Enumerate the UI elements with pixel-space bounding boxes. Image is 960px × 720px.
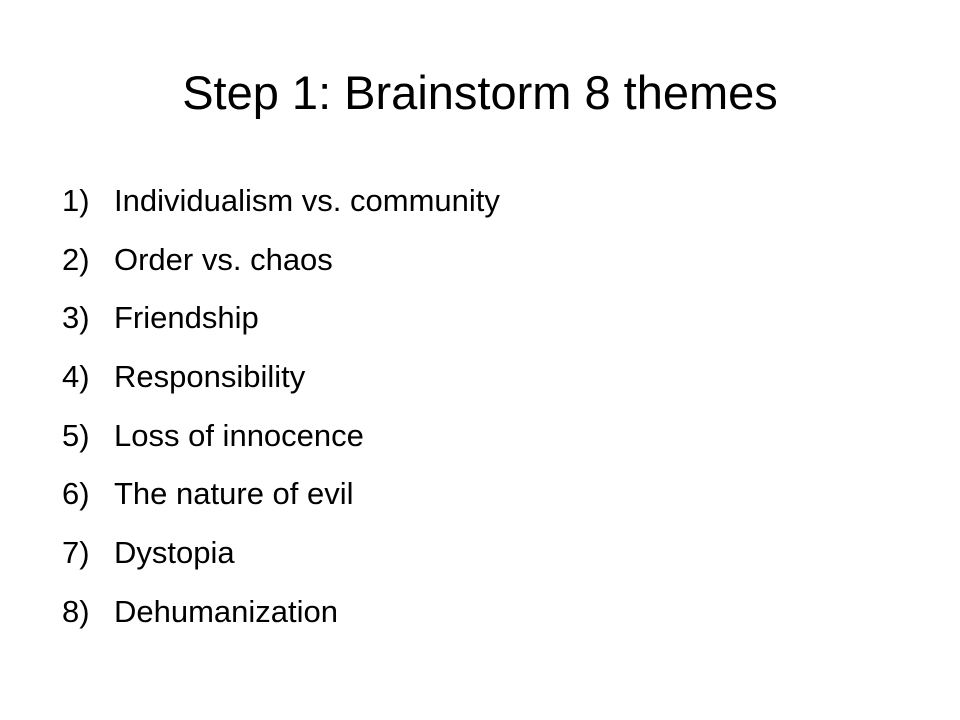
list-item-number: 8) bbox=[62, 593, 90, 629]
list-item-number: 7) bbox=[62, 535, 90, 571]
list-item: 5) Loss of innocence bbox=[62, 407, 500, 466]
theme-list: 1) Individualism vs. community 2) Order vs… bbox=[62, 172, 500, 642]
list-item-number: 4) bbox=[62, 359, 90, 395]
list-item-number: 5) bbox=[62, 417, 90, 453]
list-item: 7) Dystopia bbox=[62, 524, 500, 583]
list-item-text: Friendship bbox=[114, 300, 259, 336]
list-item: 2) Order vs. chaos bbox=[62, 231, 500, 290]
list-item-text: Individualism vs. community bbox=[114, 183, 500, 218]
list-item-text: The nature of evil bbox=[114, 476, 354, 512]
list-item-number: 3) bbox=[62, 300, 90, 336]
list-item: 8) Dehumanization bbox=[62, 583, 500, 642]
list-item: 4) Responsibility bbox=[62, 348, 500, 407]
list-item-number: 6) bbox=[62, 476, 90, 512]
slide-title: Step 1: Brainstorm 8 themes bbox=[182, 66, 778, 119]
list-item: 6) The nature of evil bbox=[62, 465, 500, 524]
list-item-text: Responsibility bbox=[114, 359, 306, 395]
list-item-text: Loss of innocence bbox=[114, 417, 364, 453]
list-item-text: Dehumanization bbox=[114, 593, 339, 629]
list-item: 3) Friendship bbox=[62, 289, 500, 348]
list-item-number: 1) bbox=[62, 183, 90, 218]
list-item-text: Dystopia bbox=[114, 535, 235, 571]
list-item-text: Order vs. chaos bbox=[114, 241, 333, 277]
list-item: 1) Individualism vs. community bbox=[62, 172, 500, 231]
list-item-number: 2) bbox=[62, 241, 90, 277]
